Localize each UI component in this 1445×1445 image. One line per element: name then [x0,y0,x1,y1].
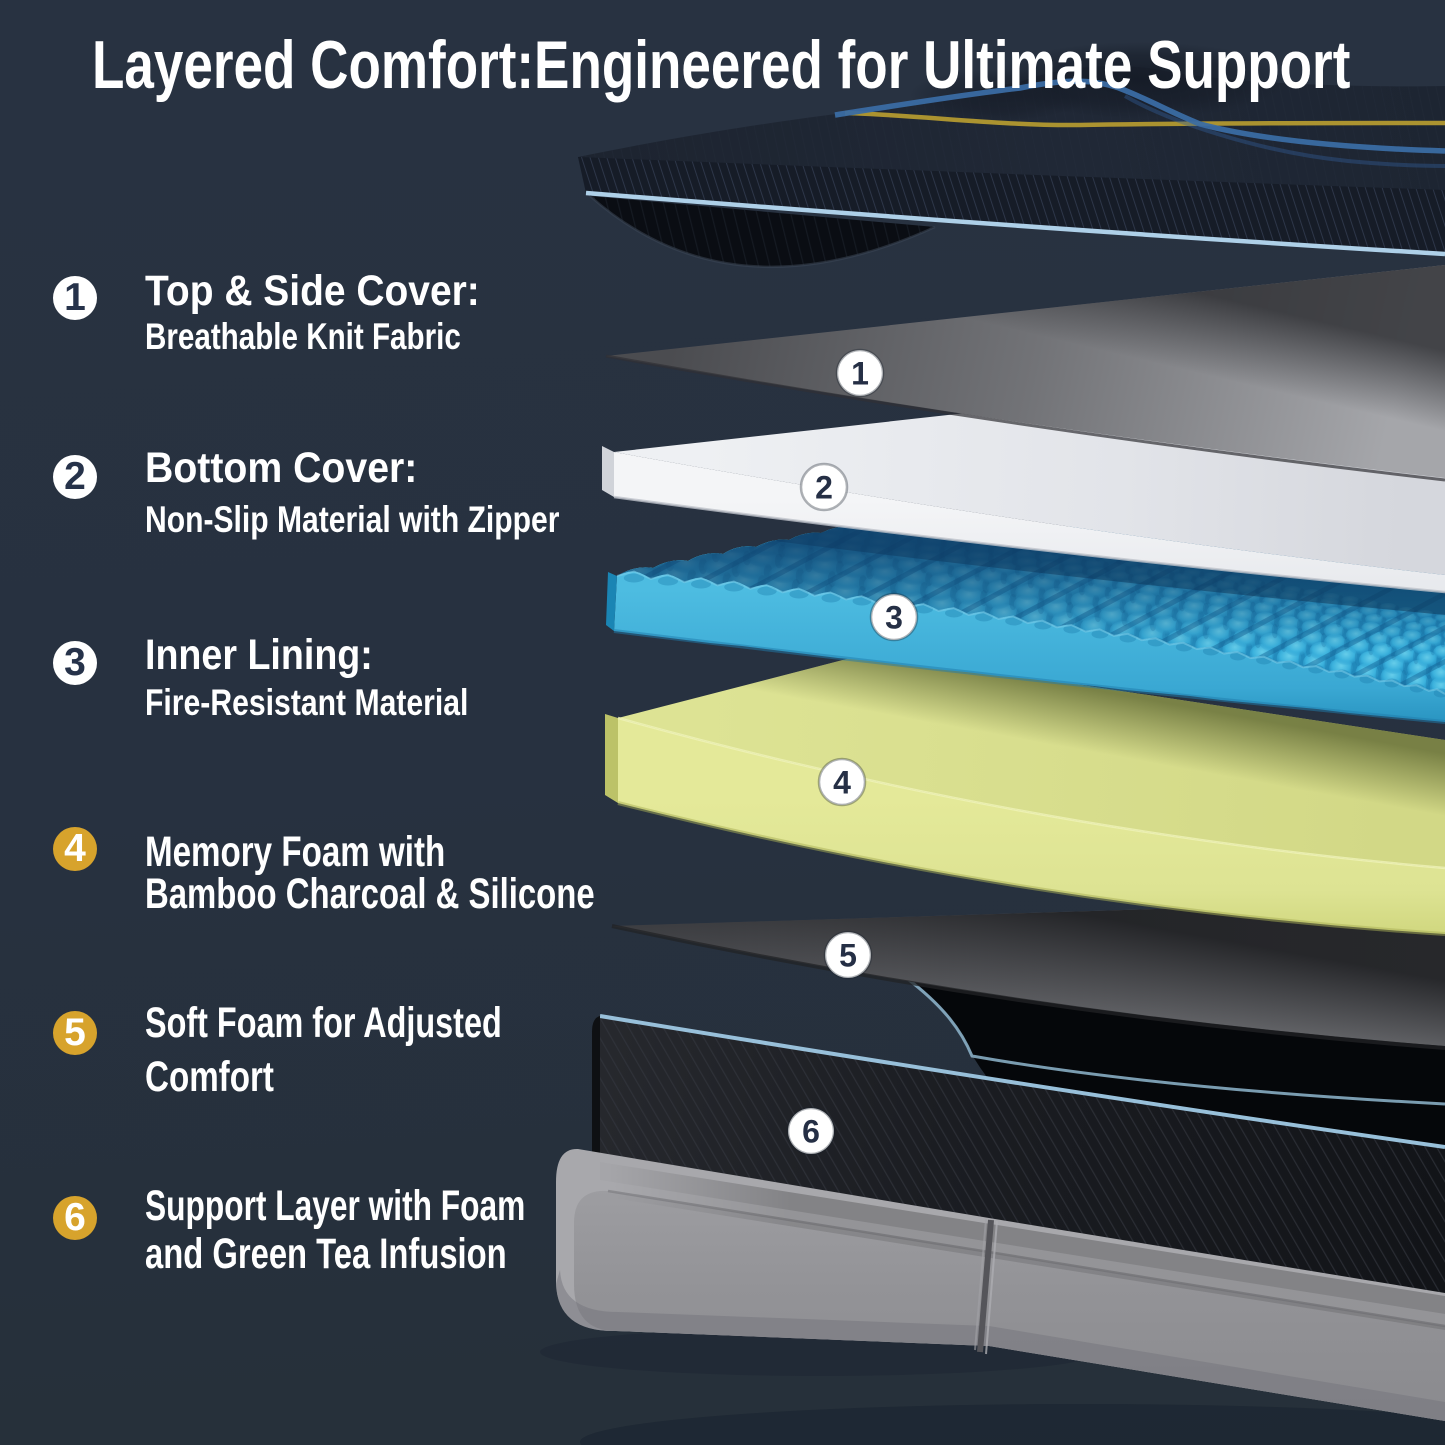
svg-text:5: 5 [839,938,857,974]
svg-text:1: 1 [851,356,869,392]
svg-text:2: 2 [815,470,833,506]
svg-text:3: 3 [885,600,903,636]
svg-text:6: 6 [802,1114,820,1150]
svg-text:4: 4 [833,765,851,801]
